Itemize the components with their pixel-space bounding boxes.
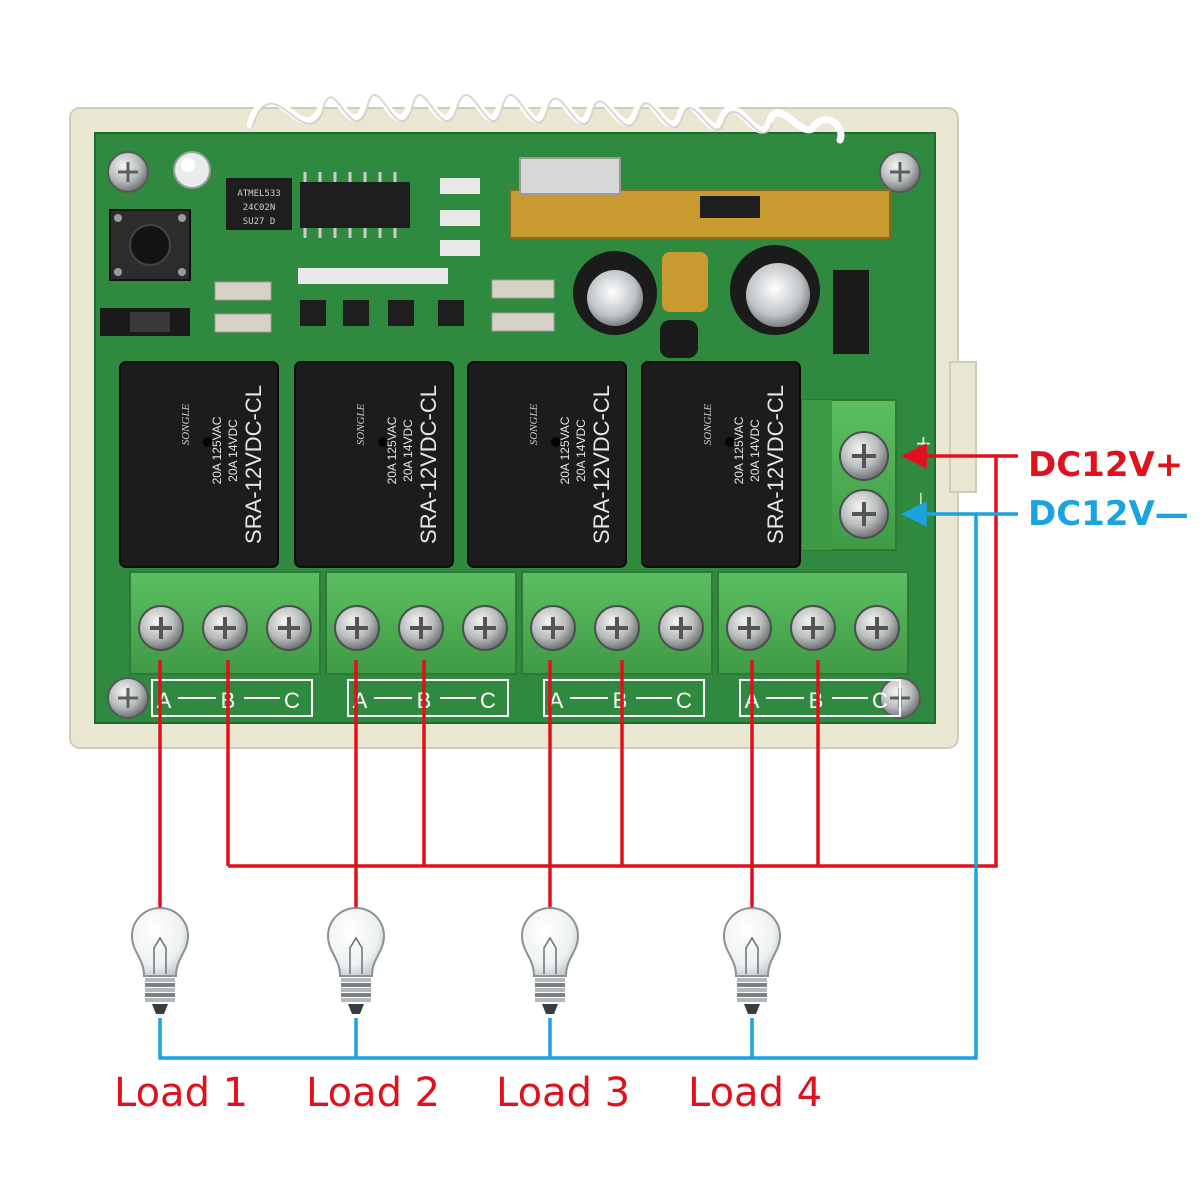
status-led xyxy=(173,151,211,189)
decoder-chip xyxy=(300,172,410,238)
load-3-label: Load 3 xyxy=(496,1070,631,1116)
load-2-label: Load 2 xyxy=(306,1070,441,1116)
relay-model-label: SRA-12VDC-CL xyxy=(763,385,788,544)
mode-jumper xyxy=(100,308,190,336)
terminal-label-strip-3: A B C xyxy=(543,679,705,717)
relay-rating-2: 20A 125VAC xyxy=(732,416,746,484)
load-1-label: Load 1 xyxy=(114,1070,249,1116)
output-terminal-block-3 xyxy=(521,571,713,675)
terminal-c-label: C xyxy=(480,688,496,713)
relay-brand-label: SONGLE xyxy=(355,403,367,445)
rf-receiver-module xyxy=(509,157,891,239)
terminal-b-label: B xyxy=(613,688,628,713)
relay-rating-2: 20A 125VAC xyxy=(210,416,224,484)
load-4-label: Load 4 xyxy=(688,1070,823,1116)
relay-model-label: SRA-12VDC-CL xyxy=(241,385,266,544)
capacitors xyxy=(573,245,869,358)
relay-model-label: SRA-12VDC-CL xyxy=(589,385,614,544)
light-bulb-icon xyxy=(520,907,580,1014)
relay-rating-1: 20A 14VDC xyxy=(226,419,240,482)
relay-brand-label: SONGLE xyxy=(180,403,192,445)
dc12v-positive-label: DC12V+ xyxy=(1028,445,1184,485)
positive-wiring xyxy=(158,443,1018,908)
relay-rating-2: 20A 125VAC xyxy=(385,416,399,484)
relay-rating-1: 20A 14VDC xyxy=(574,419,588,482)
eeprom-chip: ATMEL533 24C02N SU27 D xyxy=(226,178,292,230)
relay-rating-1: 20A 14VDC xyxy=(748,419,762,482)
terminal-a-label: A xyxy=(549,688,564,713)
dc12v-negative-label: DC12V— xyxy=(1028,494,1189,534)
learn-push-button xyxy=(109,209,191,281)
relay-rating-1: 20A 14VDC xyxy=(401,419,415,482)
output-terminal-block-4 xyxy=(717,571,909,675)
terminal-c-label: C xyxy=(676,688,692,713)
output-terminal-block-1 xyxy=(129,571,321,675)
negative-wiring xyxy=(158,501,1018,1060)
antenna-coil-shadow xyxy=(251,94,773,134)
light-bulb-icon xyxy=(326,907,386,1014)
terminal-b-label: B xyxy=(809,688,824,713)
light-bulb-icon xyxy=(722,907,782,1014)
power-terminal-block: + — xyxy=(801,399,932,551)
chip-text-line2: 24C02N xyxy=(243,203,276,213)
terminal-c-label: C xyxy=(872,688,888,713)
relay-rating-2: 20A 125VAC xyxy=(558,416,572,484)
relay-brand-label: SONGLE xyxy=(528,403,540,445)
smd-components xyxy=(214,178,555,333)
chip-text-line3: SU27 D xyxy=(243,217,276,227)
chip-text-line1: ATMEL533 xyxy=(237,189,280,199)
relay-brand-label: SONGLE xyxy=(702,403,714,445)
relay-model-label: SRA-12VDC-CL xyxy=(416,385,441,544)
terminal-c-label: C xyxy=(284,688,300,713)
antenna-coil xyxy=(246,88,845,144)
light-bulb-icon xyxy=(130,907,190,1014)
output-terminal-block-2 xyxy=(325,571,517,675)
